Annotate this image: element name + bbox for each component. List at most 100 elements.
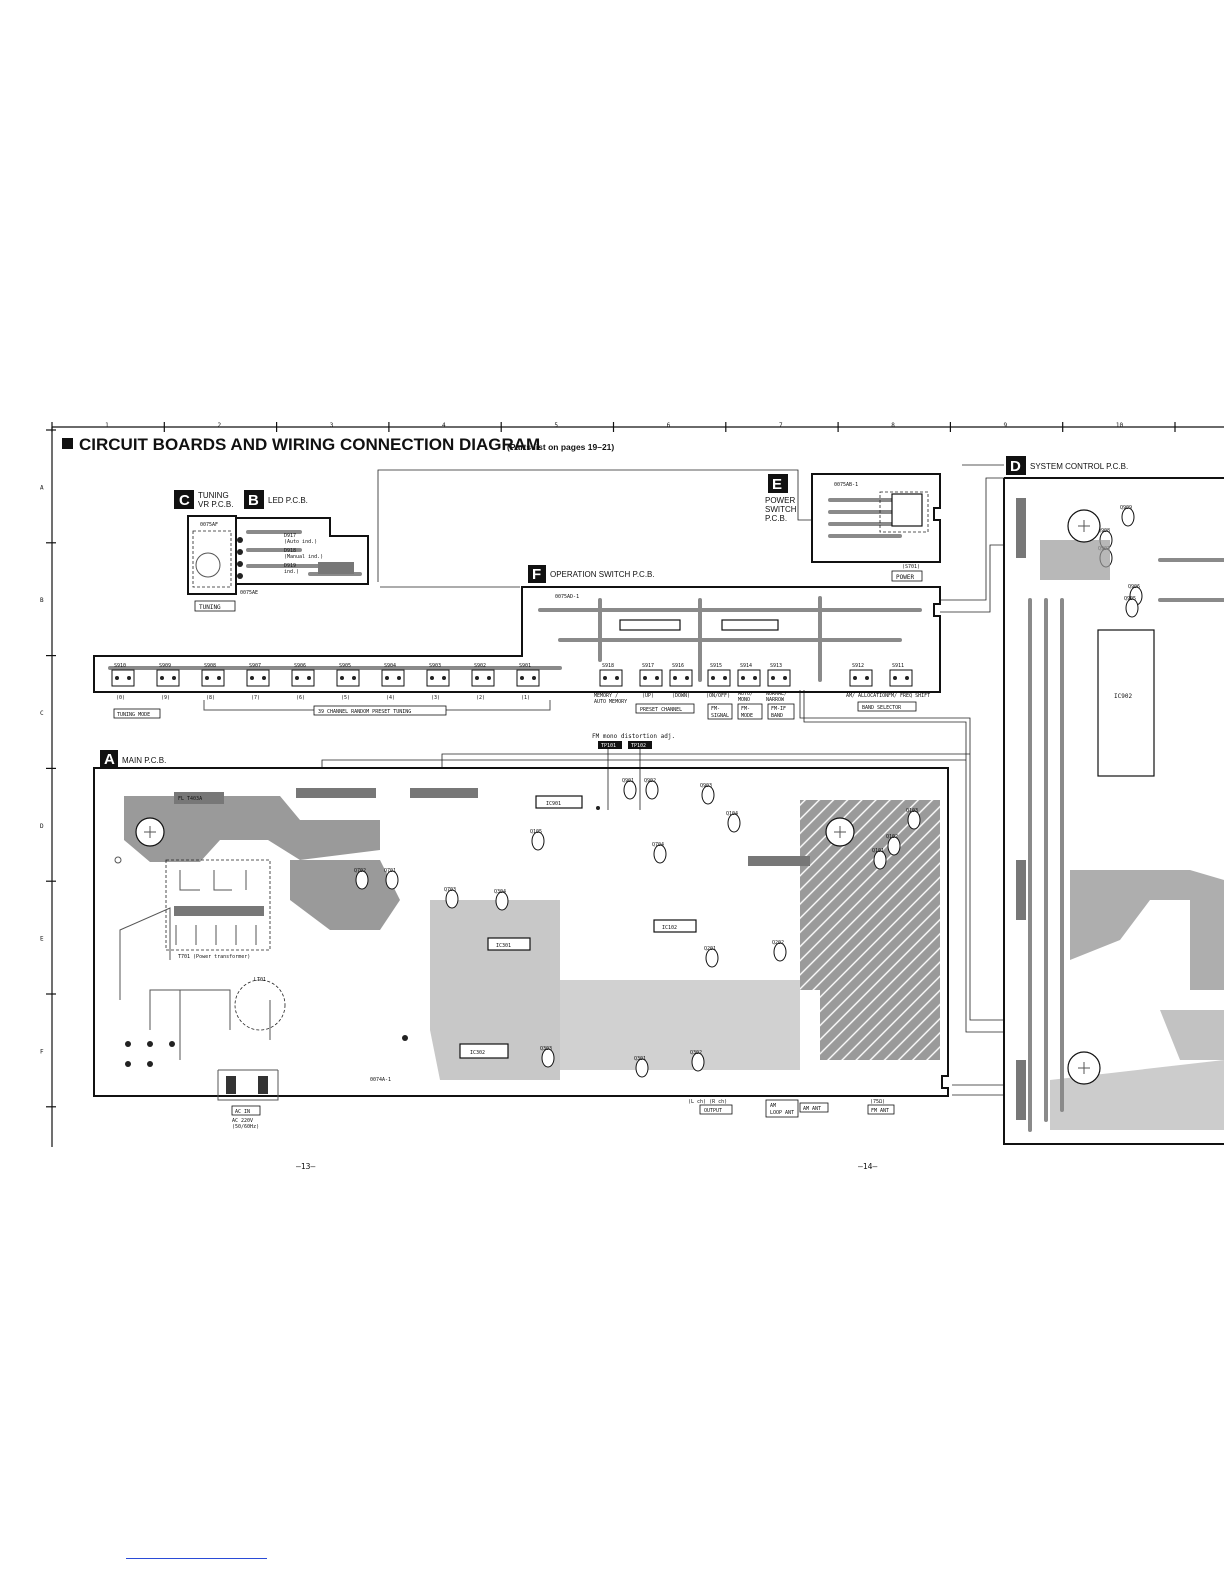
- switch-pad: [685, 676, 689, 680]
- switch-pad: [603, 676, 607, 680]
- switch-key-7: (3): [431, 695, 440, 701]
- switch-pad: [385, 676, 389, 680]
- switch-key-5: (5): [341, 695, 350, 701]
- switch-id-S901: S901: [519, 663, 531, 669]
- switch-pad: [853, 676, 857, 680]
- switch-S912: [849, 669, 873, 687]
- switch-id-S915: S915: [710, 663, 722, 669]
- board-b-part: 0075AE: [240, 590, 258, 596]
- switch-pad: [115, 676, 119, 680]
- output-channels: (L ch) (R ch): [688, 1099, 727, 1105]
- switch-pad: [643, 676, 647, 680]
- board-a-badge: A: [104, 751, 115, 768]
- switch-pad: [673, 676, 677, 680]
- switch-pad: [262, 676, 266, 680]
- board-c-part: 0075AF: [200, 522, 218, 528]
- switch-key-0: (0): [116, 695, 125, 701]
- switch-pad: [865, 676, 869, 680]
- switch-id-S908: S908: [204, 663, 216, 669]
- label-fm-if-band-2: BAND: [771, 713, 783, 719]
- am-loop-1: AM: [770, 1103, 776, 1109]
- transistor-Q103: [907, 810, 921, 830]
- page-number-right: –14–: [858, 1162, 878, 1171]
- label-random-preset: 39 CHANNEL RANDOM PRESET TUNING: [318, 709, 411, 715]
- switch-S916: [669, 669, 693, 687]
- col-label-8: 8: [891, 422, 895, 429]
- transistor-Q702: [355, 870, 369, 890]
- board-e-badge: E: [772, 476, 782, 493]
- switch-S908: [201, 669, 225, 687]
- fm-ant-impedance: (75Ω): [870, 1099, 885, 1105]
- switch-pad: [771, 676, 775, 680]
- label-up: (UP): [642, 693, 654, 699]
- transistor-Q304: [495, 891, 509, 911]
- ref-Q304: Q304: [494, 889, 506, 895]
- label-on-off: (ON/OFF): [706, 693, 730, 699]
- power-transformer-label: T701 (Power transformer): [178, 954, 250, 960]
- board-c-name-l2: VR P.C.B.: [198, 500, 233, 509]
- label-memory: MEMORY /: [594, 693, 618, 699]
- col-label-6: 6: [667, 422, 671, 429]
- label-fm-signal-1: FM-: [711, 706, 720, 712]
- led-d919: D919: [284, 563, 296, 569]
- switch-S910: [111, 669, 135, 687]
- ref-Q103: Q103: [906, 808, 918, 814]
- ref-Q905: Q905: [1124, 596, 1136, 602]
- footer-link-underline: [126, 1558, 267, 1559]
- switch-S915: [707, 669, 731, 687]
- board-c-badge: C: [179, 492, 190, 509]
- label-fm-mode-2: MODE: [741, 713, 753, 719]
- switch-pad: [487, 676, 491, 680]
- board-a-name: MAIN P.C.B.: [122, 756, 166, 765]
- switch-pad: [520, 676, 524, 680]
- switch-id-S916: S916: [672, 663, 684, 669]
- transistor-Q701: [385, 870, 399, 890]
- switch-id-S914: S914: [740, 663, 752, 669]
- board-c-caption: TUNING: [199, 604, 221, 611]
- switch-S904: [381, 669, 405, 687]
- board-d-name: SYSTEM CONTROL P.C.B.: [1030, 462, 1128, 471]
- transistor-Q105: [531, 831, 545, 851]
- switch-pad: [723, 676, 727, 680]
- board-e-name-l2: SWITCH: [765, 505, 797, 514]
- switch-pad: [475, 676, 479, 680]
- col-label-4: 4: [442, 422, 446, 429]
- transistor-Q909: [1121, 507, 1135, 527]
- ref-Q303: Q303: [540, 1046, 552, 1052]
- ref-Q701: Q701: [384, 868, 396, 874]
- diagram-title: CIRCUIT BOARDS AND WIRING CONNECTION DIA…: [62, 435, 614, 454]
- line-filter-label: LT01: [254, 977, 266, 983]
- led-d918-note: (Manual ind.): [284, 554, 323, 560]
- ic302-label: IC302: [470, 1050, 485, 1056]
- switch-S909: [156, 669, 180, 687]
- switch-id-S909: S909: [159, 663, 171, 669]
- row-label-D: D: [40, 823, 44, 830]
- subtitle-text: (Parts list on pages 19–21): [507, 442, 614, 452]
- ref-Q902: Q902: [644, 778, 656, 784]
- switch-S913: [767, 669, 791, 687]
- switch-id-S902: S902: [474, 663, 486, 669]
- switch-id-S904: S904: [384, 663, 396, 669]
- ref-Q301: Q301: [634, 1056, 646, 1062]
- col-label-7: 7: [779, 422, 783, 429]
- switch-S903: [426, 669, 450, 687]
- transistor-Q704: [653, 844, 667, 864]
- led-d917-note: (Auto ind.): [284, 539, 317, 545]
- page-number-left: –13–: [296, 1162, 316, 1171]
- switch-id-S903: S903: [429, 663, 441, 669]
- fm-adj-text: FM mono distortion adj.: [592, 733, 675, 740]
- row-label-E: E: [40, 936, 44, 943]
- switch-id-S905: S905: [339, 663, 351, 669]
- col-label-2: 2: [217, 422, 221, 429]
- row-label-A: A: [40, 484, 44, 491]
- ic102-label: IC102: [662, 925, 677, 931]
- transistor-Q902: [645, 780, 659, 800]
- transistor-Q101: [873, 850, 887, 870]
- fm-mono-adjustment: FM mono distortion adj. TP101 TP102: [592, 733, 675, 749]
- board-b-badge: B: [248, 492, 259, 509]
- switch-pad: [250, 676, 254, 680]
- switch-pad: [905, 676, 909, 680]
- switch-pad: [127, 676, 131, 680]
